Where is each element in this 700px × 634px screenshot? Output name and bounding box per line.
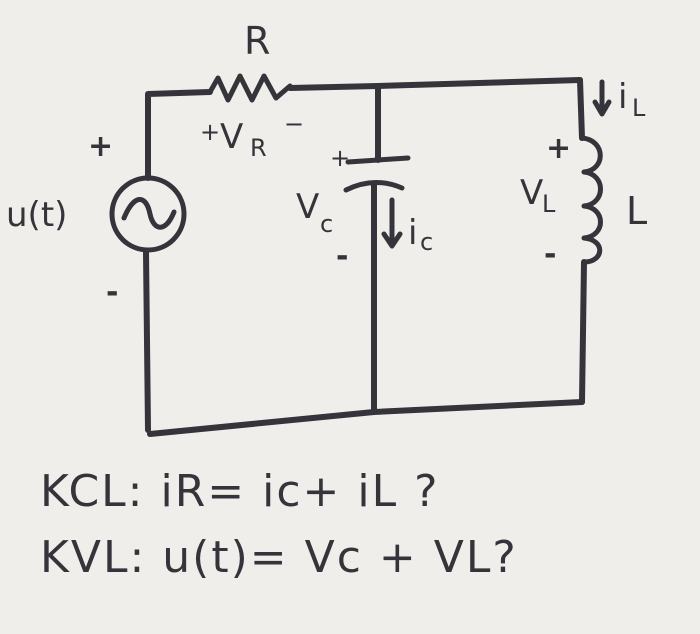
inductor-label: L bbox=[626, 189, 647, 233]
v-r-label: V bbox=[220, 117, 243, 157]
resistor-symbol bbox=[207, 73, 293, 103]
kvl-equation: KVL: u(t)= Vc + VL? bbox=[40, 532, 518, 583]
v-l-label: V bbox=[520, 173, 543, 213]
v-c-subscript: c bbox=[320, 210, 333, 238]
wire-top-right bbox=[287, 77, 583, 91]
ind-minus-sign: - bbox=[544, 237, 556, 272]
i-l-subscript: L bbox=[632, 94, 646, 122]
inductor-coil bbox=[579, 135, 603, 265]
v-r-minus-sign: − bbox=[284, 110, 304, 138]
source-label: u(t) bbox=[6, 195, 67, 235]
resistor-label: R bbox=[244, 19, 270, 63]
cap-plus-sign: + bbox=[330, 144, 350, 172]
ac-source-circle bbox=[109, 175, 187, 253]
capacitor-plate-top bbox=[345, 155, 411, 165]
ac-source-sine-icon bbox=[121, 197, 177, 230]
ind-plus-sign: + bbox=[546, 131, 571, 166]
v-l-subscript: L bbox=[542, 190, 556, 218]
wire-source-bottom bbox=[143, 249, 151, 433]
wire-bottom bbox=[147, 399, 585, 437]
circuit-diagram: R + V R − + u(t) - + V c - i c i L + V L… bbox=[6, 19, 647, 437]
current-arrow-il bbox=[592, 79, 612, 117]
source-minus-sign: - bbox=[106, 275, 118, 310]
source-plus-sign: + bbox=[88, 129, 113, 164]
v-c-label: V bbox=[296, 187, 319, 227]
kcl-equation: KCL: iR= ic+ iL ? bbox=[40, 466, 440, 517]
wire-top-left bbox=[145, 89, 213, 181]
wire-inductor-bottom bbox=[579, 259, 587, 405]
v-r-plus-sign: + bbox=[200, 118, 220, 146]
i-c-subscript: c bbox=[420, 228, 433, 256]
current-arrow-ic bbox=[381, 197, 403, 249]
i-l-label: i bbox=[618, 77, 627, 117]
wire-inductor-top bbox=[577, 77, 585, 141]
capacitor-plate-bottom bbox=[343, 180, 405, 193]
i-c-label: i bbox=[408, 213, 417, 253]
cap-minus-sign: - bbox=[336, 239, 348, 274]
v-r-subscript: R bbox=[250, 134, 267, 162]
